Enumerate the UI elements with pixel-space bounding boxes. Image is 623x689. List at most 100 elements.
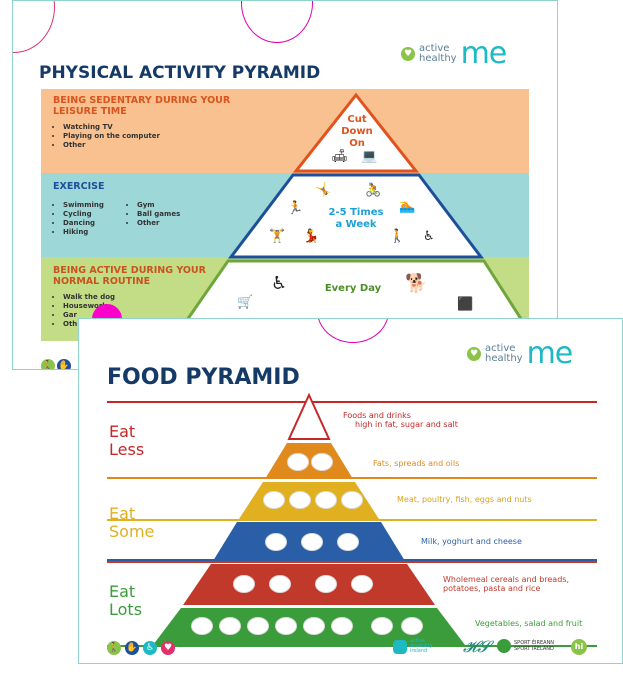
sedentary-heading: BEING SEDENTARY DURING YOUR LEISURE TIME bbox=[53, 95, 231, 117]
laptop-icon: 💻 bbox=[361, 149, 378, 164]
cycling-icon: 🚴 bbox=[365, 183, 382, 198]
food-item-veg bbox=[191, 617, 213, 635]
tier-top bbox=[287, 392, 331, 440]
list-item: Housework bbox=[63, 302, 115, 311]
tv-couch-icon: 🛋 bbox=[331, 149, 348, 164]
list-item: Other bbox=[63, 141, 160, 150]
active-frequency: Every Day bbox=[324, 283, 382, 294]
stairs-icon: ⬛ bbox=[457, 297, 474, 312]
divider-green bbox=[107, 645, 597, 647]
food-item-cereal bbox=[269, 575, 291, 593]
side-line: Less bbox=[109, 440, 145, 459]
pyramid-middle bbox=[227, 173, 485, 259]
food-item-meat bbox=[263, 491, 285, 509]
page-title: PHYSICAL ACTIVITY PYRAMID bbox=[39, 63, 321, 83]
walking-icon: 🚶 bbox=[41, 359, 55, 369]
food-item-veg bbox=[275, 617, 297, 635]
exercise-list-1: Swimming Cycling Dancing Hiking bbox=[51, 201, 104, 237]
tier-label-cereals: Wholemeal cereals and breads, potatoes, … bbox=[443, 575, 569, 593]
apex-label: Cut Down On bbox=[341, 114, 373, 150]
food-item-milk bbox=[265, 533, 287, 551]
list-item: Watching TV bbox=[63, 123, 160, 132]
hiking-icon: 🚶 bbox=[389, 229, 406, 244]
food-item-meat bbox=[341, 491, 363, 509]
food-item-veg bbox=[371, 617, 393, 635]
eat-less-label: Eat Less bbox=[109, 423, 144, 459]
gym-icon: 🤸 bbox=[315, 183, 332, 198]
hse-logo: 𝓗𝓢 bbox=[463, 637, 490, 656]
list-item: Dancing bbox=[63, 219, 104, 228]
hand-icon: ✋ bbox=[57, 359, 71, 369]
logo-text: active bbox=[410, 638, 426, 644]
list-item: Oth bbox=[63, 320, 115, 329]
tier-label-veg: Vegetables, salad and fruit bbox=[475, 619, 583, 628]
eat-some-label: Eat Some bbox=[109, 505, 154, 541]
food-item-veg bbox=[247, 617, 269, 635]
brand-healthy: healthy bbox=[419, 53, 457, 64]
food-item-veg bbox=[401, 617, 423, 635]
food-item-veg bbox=[331, 617, 353, 635]
tier-label-line: Wholemeal cereals and breads, bbox=[443, 575, 569, 584]
list-item: Gym bbox=[137, 201, 180, 210]
footer-logo-sport: SPORT ÉIREANN SPORT IRELAND bbox=[497, 639, 554, 653]
running-icon: 🏃 bbox=[287, 201, 304, 216]
wheelchair-icon: ♿ bbox=[143, 641, 157, 655]
food-item-milk bbox=[337, 533, 359, 551]
side-line: Eat bbox=[109, 504, 136, 523]
list-item: Gar bbox=[63, 311, 115, 320]
logo-text: ireland bbox=[410, 648, 428, 654]
food-item-cereal bbox=[233, 575, 255, 593]
sport-ireland-icon bbox=[497, 639, 511, 653]
dancing-icon: 💃 bbox=[303, 229, 320, 244]
disability-logo-icon bbox=[393, 639, 407, 654]
divider-red bbox=[107, 401, 597, 403]
wheelchair-icon: ♿ bbox=[271, 273, 288, 294]
brand-me: me bbox=[460, 36, 508, 71]
tier-label-line: potatoes, pasta and rice bbox=[443, 584, 541, 593]
tier-label-line: high in fat, sugar and salt bbox=[355, 420, 458, 429]
sedentary-list: Watching TV Playing on the computer Othe… bbox=[51, 123, 160, 150]
tier-label-line: Foods and drinks bbox=[343, 411, 411, 420]
active-list: Walk the dog Housework Gar Oth bbox=[51, 293, 115, 329]
side-line: Some bbox=[109, 522, 155, 541]
apex-line-3: On bbox=[349, 138, 365, 149]
freq-line-2: a Week bbox=[335, 219, 377, 230]
tier-label-top: Foods and drinks high in fat, sugar and … bbox=[343, 411, 458, 429]
brand-me: me bbox=[526, 336, 574, 371]
side-line: Eat bbox=[109, 582, 136, 601]
food-item-cereal bbox=[315, 575, 337, 593]
logo-text: disability bbox=[410, 643, 433, 649]
wheelchair-sport-icon: ♿ bbox=[423, 229, 435, 244]
brand-active: active bbox=[419, 43, 450, 54]
brand-active: active bbox=[485, 343, 516, 354]
tier-label-fats: Fats, spreads and oils bbox=[373, 459, 460, 468]
list-item: Cycling bbox=[63, 210, 104, 219]
food-item-veg bbox=[303, 617, 325, 635]
list-item: Playing on the computer bbox=[63, 132, 160, 141]
freq-line-1: 2-5 Times bbox=[328, 207, 384, 218]
food-item-cereal bbox=[351, 575, 373, 593]
heart-icon: ♥ bbox=[401, 47, 415, 61]
side-line: Eat bbox=[109, 422, 136, 441]
shopping-icon: 🛒 bbox=[237, 295, 254, 310]
list-item: Walk the dog bbox=[63, 293, 115, 302]
food-item-meat bbox=[289, 491, 311, 509]
apex-line-2: Down bbox=[341, 126, 373, 137]
dog-walk-icon: 🐕 bbox=[405, 273, 428, 294]
food-item-milk bbox=[301, 533, 323, 551]
healthy-ireland-logo: hi bbox=[571, 639, 587, 655]
food-item-veg bbox=[219, 617, 241, 635]
footer-logo-disability: active disability ireland bbox=[393, 639, 433, 654]
logo-text: SPORT ÉIREANN bbox=[514, 640, 555, 646]
walking-icon: 🚶 bbox=[107, 641, 121, 655]
divider-yellow bbox=[107, 519, 597, 521]
apex-line-1: Cut bbox=[347, 114, 367, 125]
list-item: Swimming bbox=[63, 201, 104, 210]
tier-fats bbox=[265, 443, 353, 479]
heart-icon: ♥ bbox=[467, 347, 481, 361]
food-item-fats bbox=[287, 453, 309, 471]
tier-cereals bbox=[183, 564, 435, 605]
